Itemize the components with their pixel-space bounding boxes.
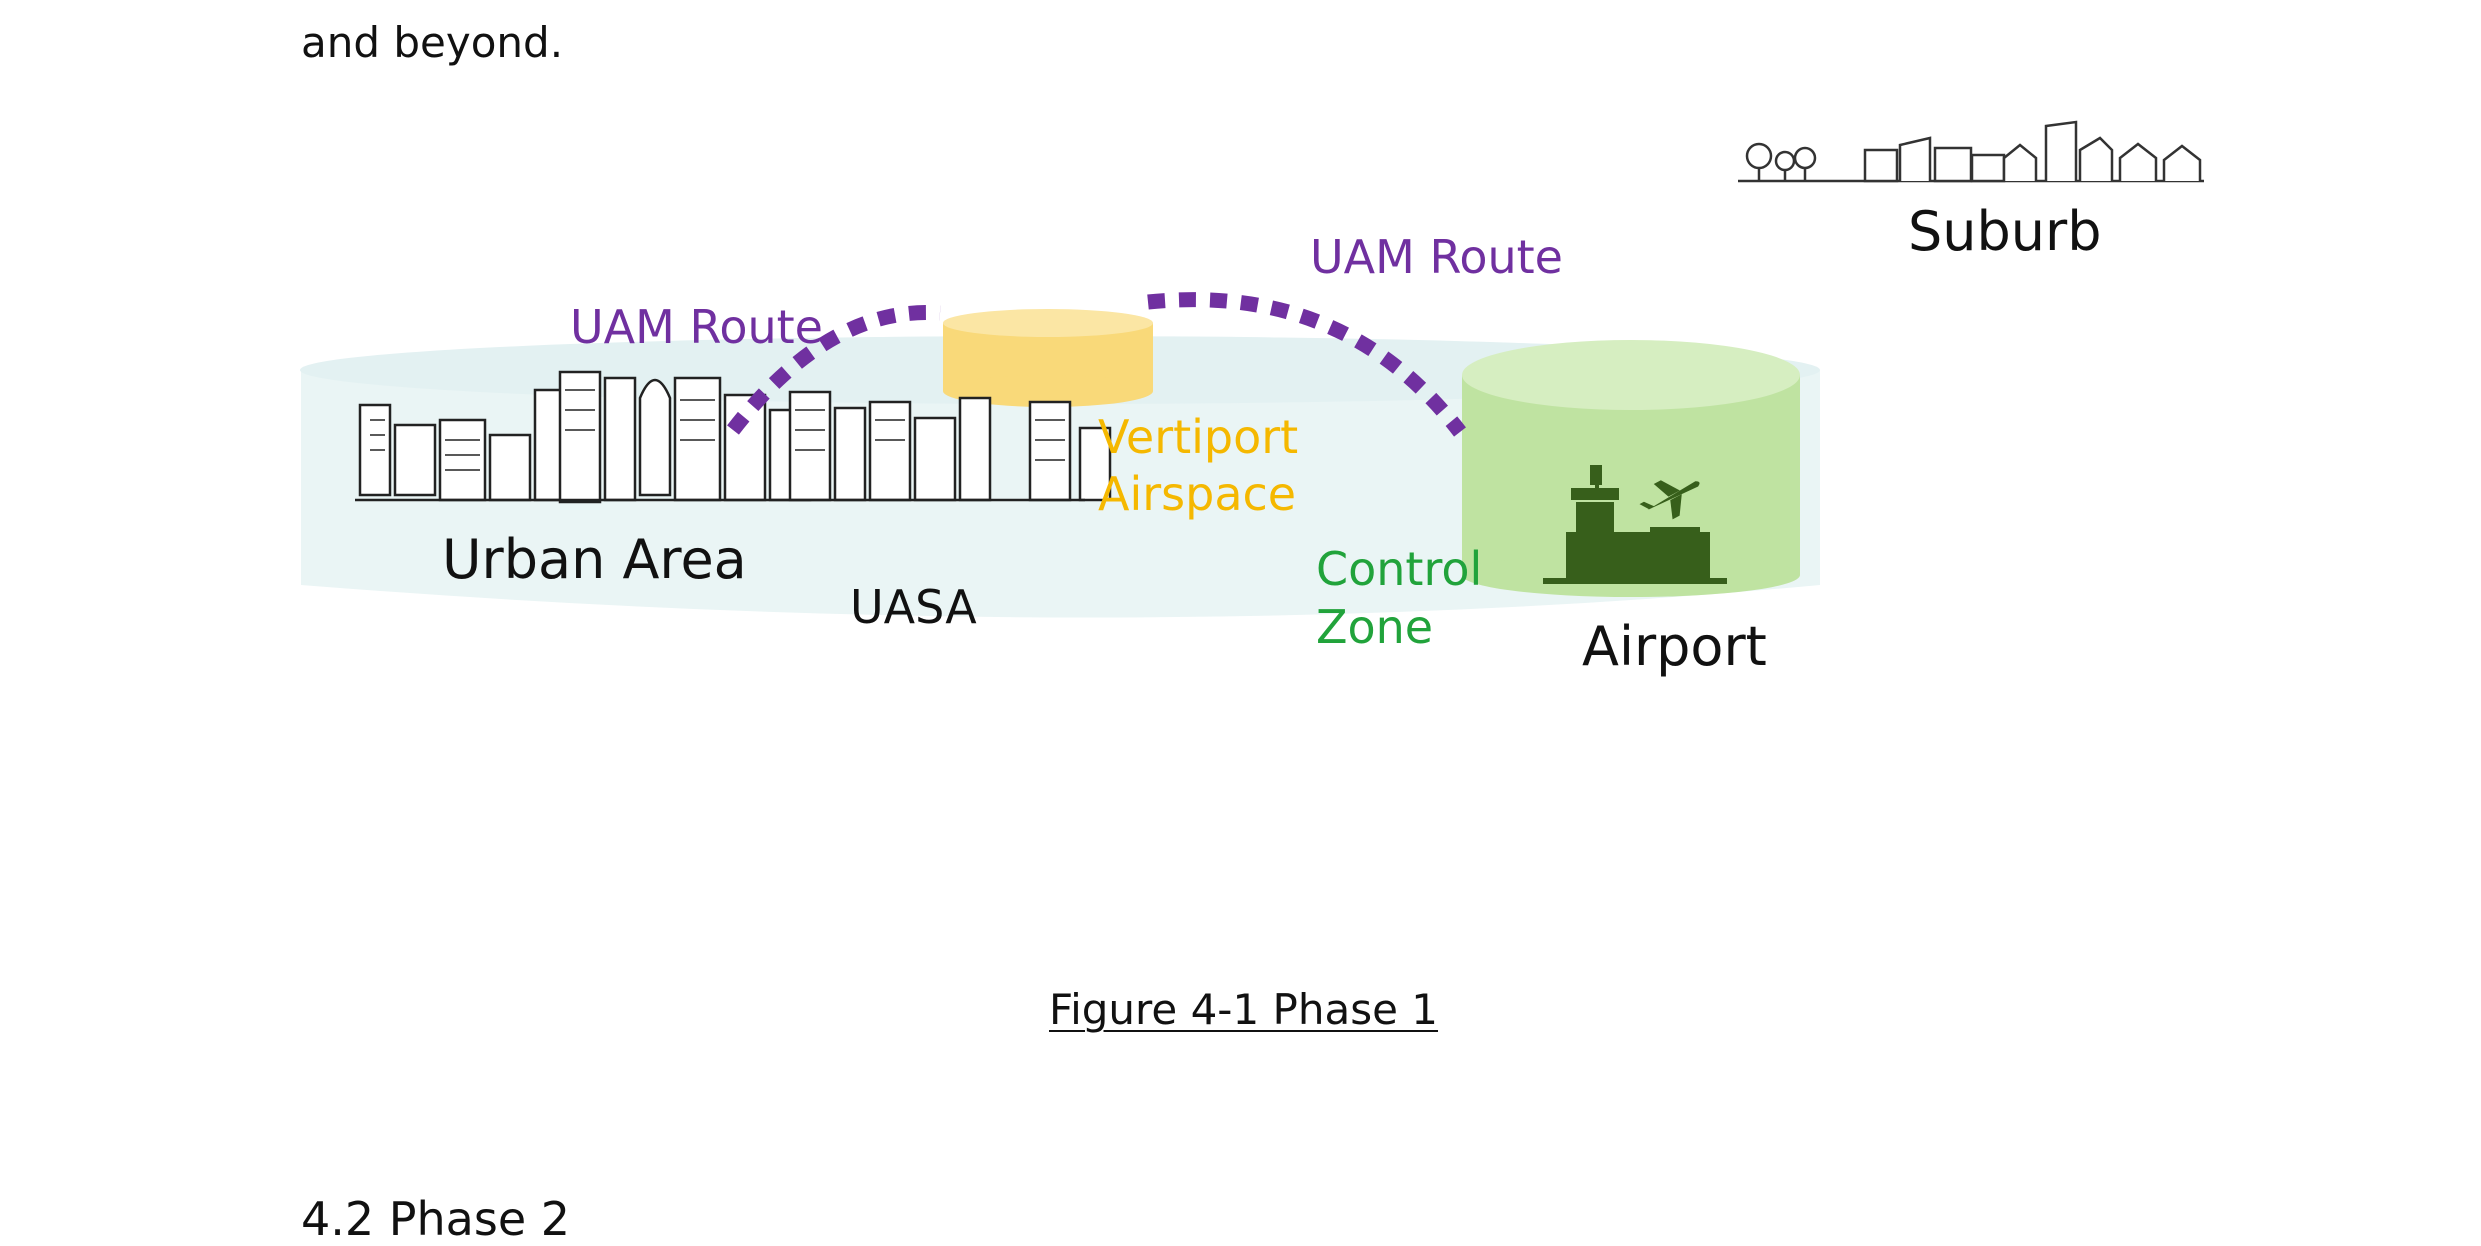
uam-route-left [727,305,941,435]
vertiport-airspace-label-line2: Airspace [1098,467,1297,521]
uam-route-left-label: UAM Route [570,300,823,354]
control-zone-cylinder [1462,340,1800,597]
airplane-icon [1639,480,1700,520]
urban-area-label: Urban Area [442,528,747,591]
body-text-line: and beyond. [301,18,564,67]
next-section-heading: 4.2 Phase 2 [301,1192,571,1246]
uasa-label: UASA [850,580,977,634]
control-zone-label-line1: Control [1316,542,1483,596]
vertiport-airspace-label-line1: Vertiport [1098,410,1299,464]
city-skyline-icon [355,370,1112,504]
vertiport-airspace-cylinder [943,309,1153,407]
suburb-label: Suburb [1908,200,2102,263]
uam-route-paths [727,292,1466,437]
airport-label: Airport [1582,615,1767,678]
uam-route-right-label: UAM Route [1310,230,1563,284]
control-zone-label-line2: Zone [1316,600,1434,654]
phase1-figure [300,120,2204,618]
control-tower-icon [1543,465,1727,584]
figure-caption: Figure 4-1 Phase 1 [1049,985,1439,1034]
suburb-houses-icon [1738,120,2204,183]
